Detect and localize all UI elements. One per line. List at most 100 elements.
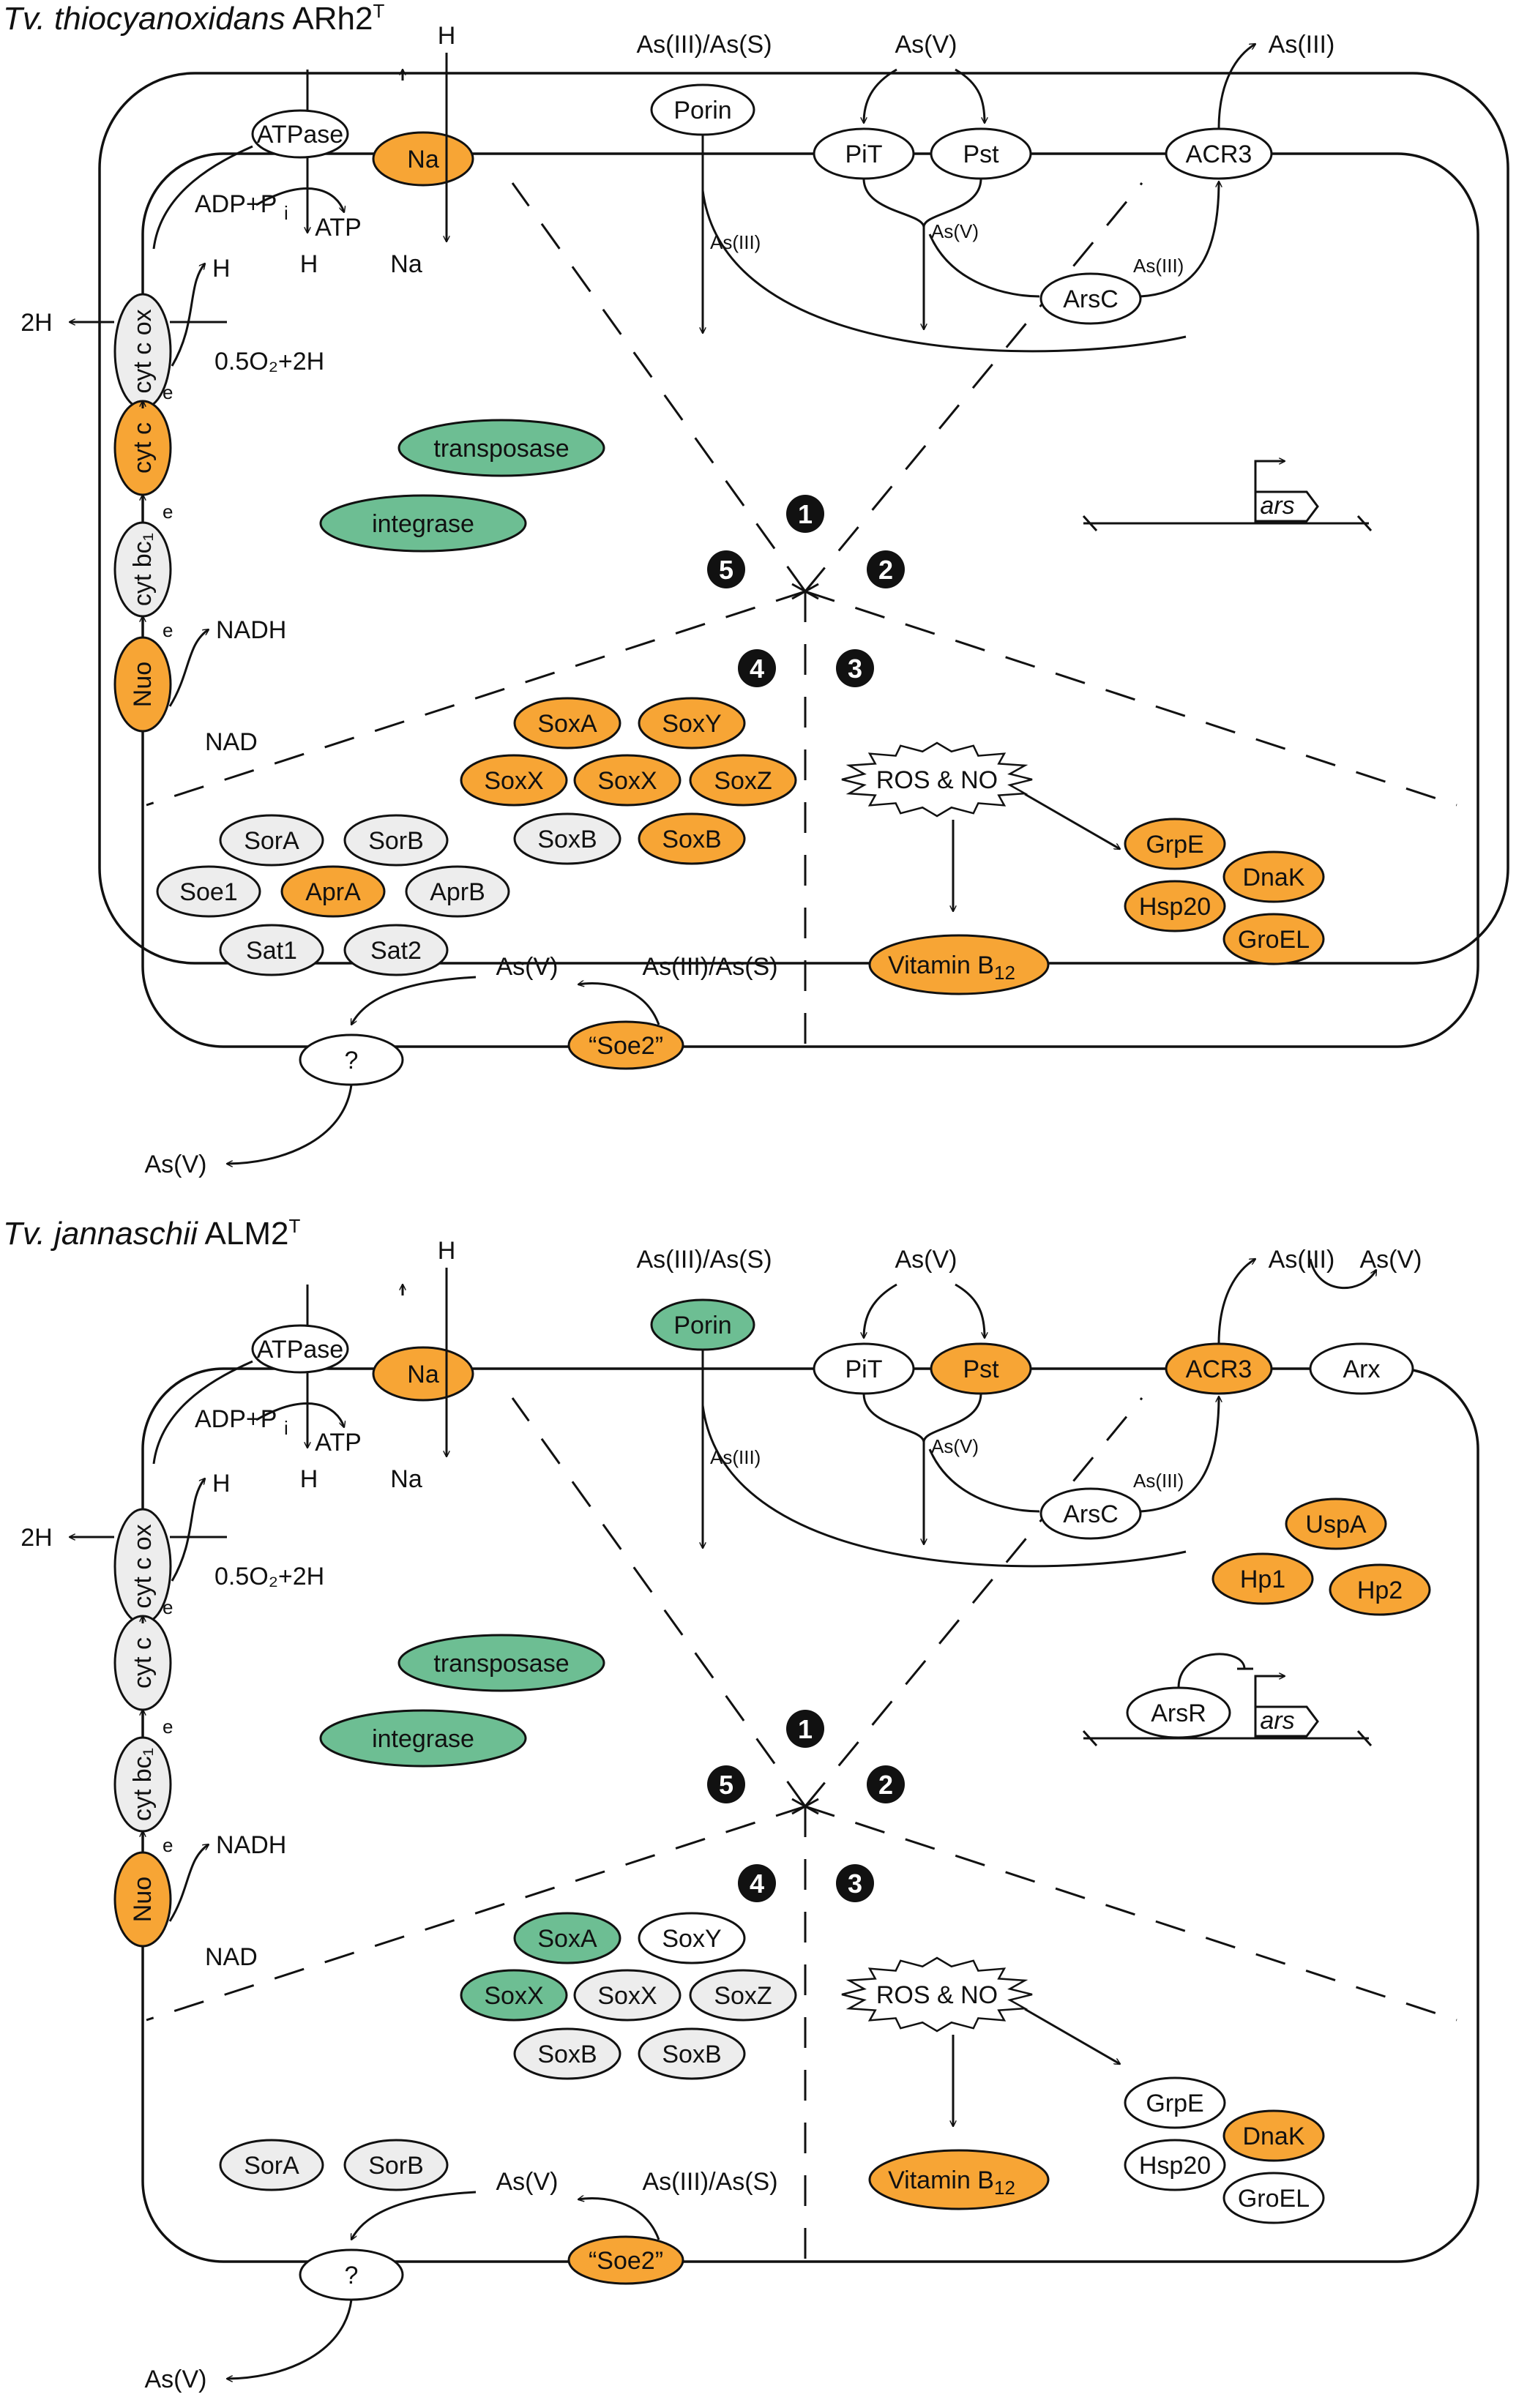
as-v-to-pst: [955, 68, 985, 123]
stress-protein-1-label: DnaK: [1242, 864, 1304, 891]
sox-protein-1-label: SoxY: [662, 710, 721, 738]
extra-protein-2-label: Hp2: [1357, 1577, 1403, 1604]
as-iii-arsc-label: As(III): [1133, 255, 1184, 277]
as-iii-s-porin-label: As(III)/As(S): [636, 31, 772, 59]
nad-label: NAD: [205, 1943, 258, 1971]
sox-protein-6-label: SoxB: [662, 826, 721, 853]
nuo: [113, 1851, 172, 1948]
ars-dna-break-right: [1356, 1730, 1373, 1747]
nadh-label: NADH: [216, 1831, 286, 1859]
as-v-to-export: [350, 2191, 477, 2240]
as-v-top-label: As(V): [895, 1246, 957, 1274]
panel-title-strain: ARh2: [285, 1, 373, 37]
ars-gene-box: [1254, 490, 1319, 523]
soe2-oxidation-arrow: [578, 2199, 660, 2240]
sox-protein-0-label: SoxA: [537, 1925, 597, 1953]
ars-gene-box: [1254, 1705, 1319, 1738]
sox-protein-6: [638, 812, 746, 865]
nuo-label: Nuo: [129, 662, 157, 707]
sector-line-3: [804, 590, 1457, 807]
sector-line-1: [511, 1397, 807, 1807]
integrase-label: integrase: [372, 1725, 474, 1753]
two-h-label: 2H: [20, 1524, 52, 1552]
stress-protein-3-label: GroEL: [1238, 926, 1310, 954]
na-label: Na: [390, 1465, 422, 1493]
transposase-label: transposase: [433, 1650, 569, 1678]
h-out-label: H: [300, 250, 318, 278]
h2o-label: H: [212, 255, 231, 283]
integrase-label: integrase: [372, 510, 474, 538]
sox-protein-1-label: SoxY: [662, 1925, 721, 1953]
as-v-to-pit: [864, 68, 897, 123]
vitamin-b12-sub: 12: [994, 2177, 1015, 2199]
sector-badge-2-label: 2: [878, 555, 893, 585]
sulfur-enzyme-6: [343, 924, 449, 976]
sector-badge-3: [836, 1864, 874, 1902]
ros-no-burst: [841, 1956, 1033, 2033]
sector-line-1: [511, 182, 807, 592]
sox-protein-0: [513, 1912, 621, 1964]
adp-label: ADP+P: [195, 190, 277, 218]
pit-transporter-label: PiT: [845, 1356, 883, 1383]
sector-badge-5-label: 5: [719, 1770, 733, 1800]
soe2: [567, 2235, 684, 2285]
e-bc1-label: e: [163, 501, 173, 523]
ars-gene-label: ars: [1260, 492, 1294, 520]
ros-no-label: ROS & NO: [876, 1981, 998, 2009]
panel-title-type: T: [373, 0, 384, 22]
nadh-arrow: [168, 629, 209, 707]
sox-protein-4: [689, 754, 797, 807]
sector-badge-3-label: 3: [848, 1869, 862, 1899]
as-iii-s-porin-label: As(III)/As(S): [636, 1246, 772, 1274]
atpase-label: ATPase: [257, 1336, 343, 1364]
ros-no-label: ROS & NO: [876, 766, 998, 794]
extra-protein-1-label: Hp1: [1240, 1566, 1285, 1593]
sector-line-2: [804, 1397, 1143, 1807]
sox-protein-2: [460, 1969, 568, 2022]
sox-protein-2: [460, 754, 568, 807]
e-bc1-label: e: [163, 1716, 173, 1738]
sulfur-enzyme-1: [343, 814, 449, 867]
adp-label: ADP+P: [195, 1405, 277, 1433]
stress-protein-0-label: GrpE: [1146, 2090, 1203, 2117]
acr3-efflux-arrow: [1217, 1259, 1255, 1345]
sox-protein-5-label: SoxB: [537, 2041, 597, 2068]
panel-thiocyanoxidans: Tv. thiocyanoxidans ARh2T12345ATPaseADP+…: [3, 0, 1509, 1178]
sox-protein-4-label: SoxZ: [714, 1982, 772, 2010]
two-h-label: 2H: [20, 309, 52, 337]
cyt-bc1-label: cyt bc₁: [129, 1748, 157, 1821]
transposase: [397, 1634, 605, 1692]
extra-protein-0: [1285, 1497, 1387, 1550]
sector-badge-1-label: 1: [798, 1714, 813, 1744]
sulfur-enzyme-0-label: SorA: [244, 2152, 299, 2180]
atpase-label: ATPase: [257, 121, 343, 149]
nadh-label: NADH: [216, 616, 286, 644]
pit-pst-merge: [862, 1393, 982, 1443]
nuo-label: Nuo: [129, 1877, 157, 1922]
as-iii-porin-label: As(III): [710, 231, 761, 253]
as-iii-out-label: As(III): [1269, 31, 1335, 59]
atp-label: ATP: [315, 214, 362, 242]
arsc-to-acr3: [1140, 1396, 1219, 1513]
sulfur-enzyme-2: [156, 865, 261, 918]
sox-protein-3-label: SoxX: [597, 767, 657, 795]
sector-line-5: [146, 590, 806, 807]
porin-label: Porin: [673, 97, 731, 124]
sulfur-enzyme-3-label: AprA: [305, 878, 361, 906]
sulfur-enzyme-0: [219, 814, 324, 867]
unknown-exporter-label: ?: [345, 1047, 359, 1074]
stress-protein-2-label: Hsp20: [1139, 2152, 1211, 2180]
ars-dna-break-left: [1082, 1730, 1098, 1747]
sox-protein-3-label: SoxX: [597, 1982, 657, 2010]
h-in-label: H: [438, 22, 456, 50]
as-iii-arsc-label: As(III): [1133, 1470, 1184, 1492]
as-v-to-pst: [955, 1283, 985, 1338]
sector-badge-5-label: 5: [719, 555, 733, 585]
ars-dna-break-left: [1082, 515, 1098, 532]
sox-protein-2-label: SoxX: [484, 1982, 543, 2010]
stress-protein-0-label: GrpE: [1146, 831, 1203, 859]
soe2-oxidation-arrow: [578, 984, 660, 1025]
ros-to-stress-arrow: [1024, 793, 1120, 850]
sector-badge-3-label: 3: [848, 654, 862, 684]
